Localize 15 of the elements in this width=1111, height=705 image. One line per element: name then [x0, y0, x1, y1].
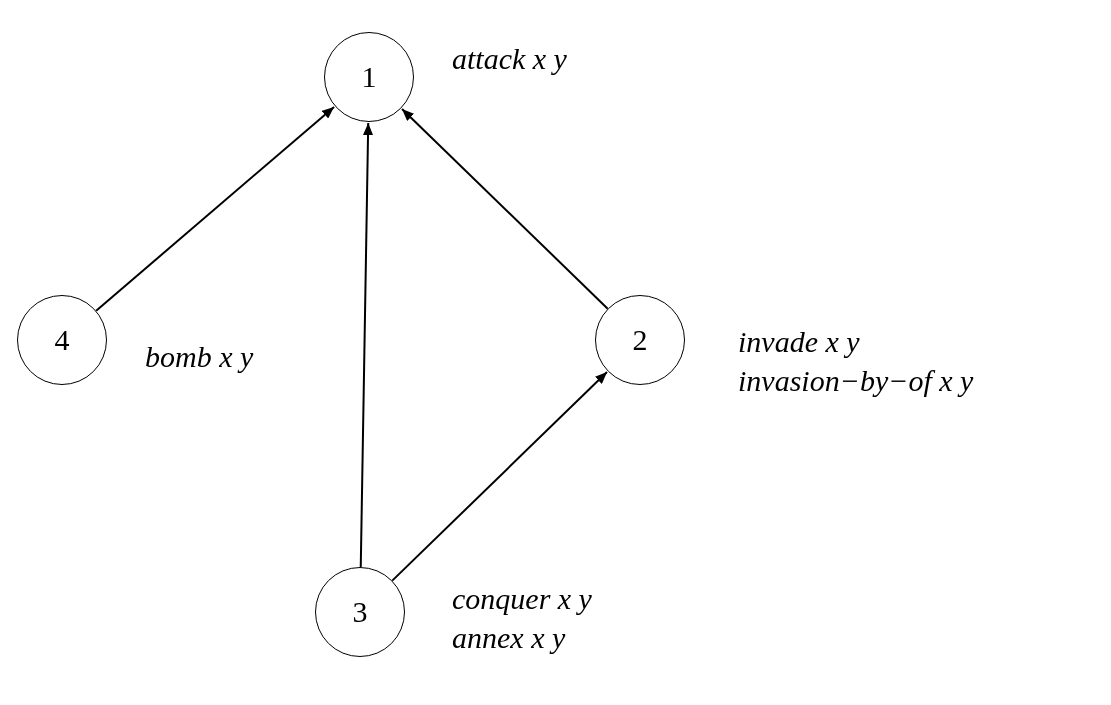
node-number: 1: [361, 62, 377, 92]
node-number: 4: [54, 325, 70, 355]
arrow: [95, 105, 336, 312]
node-number: 2: [632, 325, 648, 355]
arrow: [401, 108, 609, 310]
predicate-label: invade x y: [738, 325, 861, 360]
arrow: [359, 122, 373, 568]
predicate-label: invasion−by−of x y: [738, 363, 974, 398]
predicate-label: attack x y: [452, 42, 567, 77]
predicate-label: conquer x y: [452, 582, 592, 617]
predicate-label: annex x y: [452, 620, 567, 655]
node-number: 3: [352, 597, 368, 627]
arrow: [391, 371, 608, 582]
predicate-label: bomb x y: [145, 340, 254, 375]
node-circle: [324, 32, 414, 122]
